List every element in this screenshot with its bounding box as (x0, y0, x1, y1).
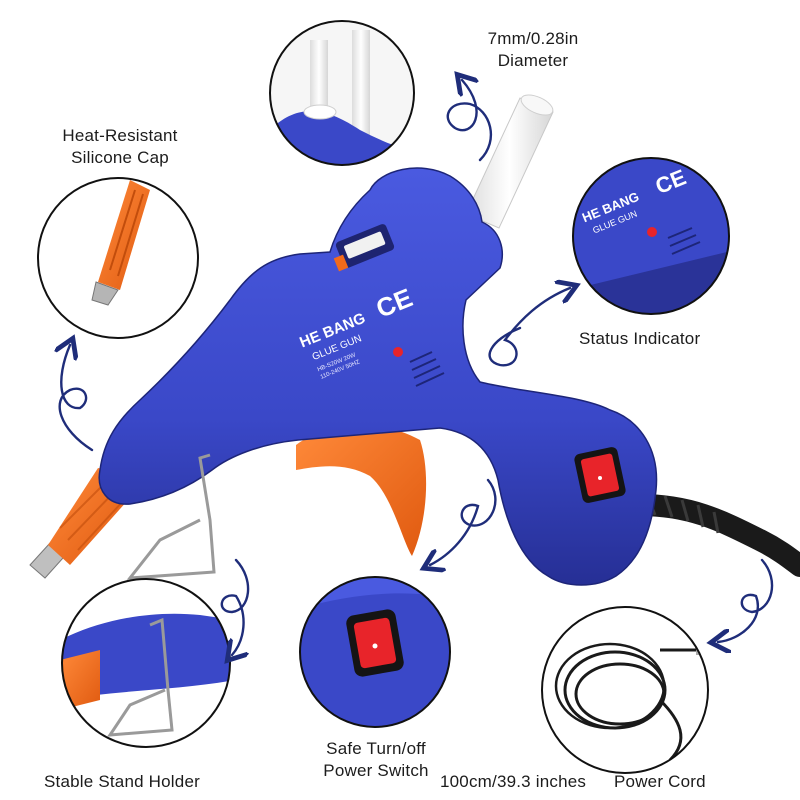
stand-inset (61, 578, 231, 748)
stand-wire (126, 453, 216, 580)
arrow-switch (430, 478, 497, 565)
cap-label-line1: Heat-Resistant (62, 126, 178, 145)
cord-label: Power Cord (614, 772, 706, 791)
arrow-stand (220, 558, 250, 655)
arrow-diameter (446, 80, 492, 162)
power-cord (629, 494, 800, 577)
diameter-label-line2: Diameter (497, 51, 569, 70)
diameter-label: 7mm/0.28in Diameter (458, 28, 608, 72)
cap-label-line2: Silicone Cap (71, 148, 169, 167)
diameter-inset (269, 20, 415, 166)
status-label: Status Indicator (579, 329, 701, 348)
stand-label: Stable Stand Holder (44, 772, 200, 791)
gun-body (98, 167, 658, 586)
cord-inset (541, 606, 709, 774)
trigger (296, 424, 427, 556)
pointer-arrows (60, 80, 774, 655)
switch-label-line1: Safe Turn/off (326, 739, 426, 758)
switch-label-line2: Power Switch (323, 761, 429, 780)
status-inset: HE BANG GLUE GUN CE (572, 157, 730, 315)
cord-length-label: 100cm/39.3 inches (440, 772, 587, 791)
cap-inset (37, 177, 199, 339)
status-led (393, 347, 403, 357)
arrow-cap (60, 345, 94, 452)
arrow-status (488, 288, 570, 367)
switch-label: Safe Turn/off Power Switch (296, 738, 456, 782)
glue-gun: HE BANG GLUE GUN HB-S20W 20W 110-240V 50… (29, 94, 800, 586)
arrow-cord (718, 558, 774, 642)
glue-stick (465, 94, 554, 229)
switch-inset (299, 576, 451, 728)
cap-label: Heat-Resistant Silicone Cap (40, 125, 200, 169)
diameter-label-line1: 7mm/0.28in (487, 29, 579, 48)
body-power-switch (574, 447, 626, 503)
